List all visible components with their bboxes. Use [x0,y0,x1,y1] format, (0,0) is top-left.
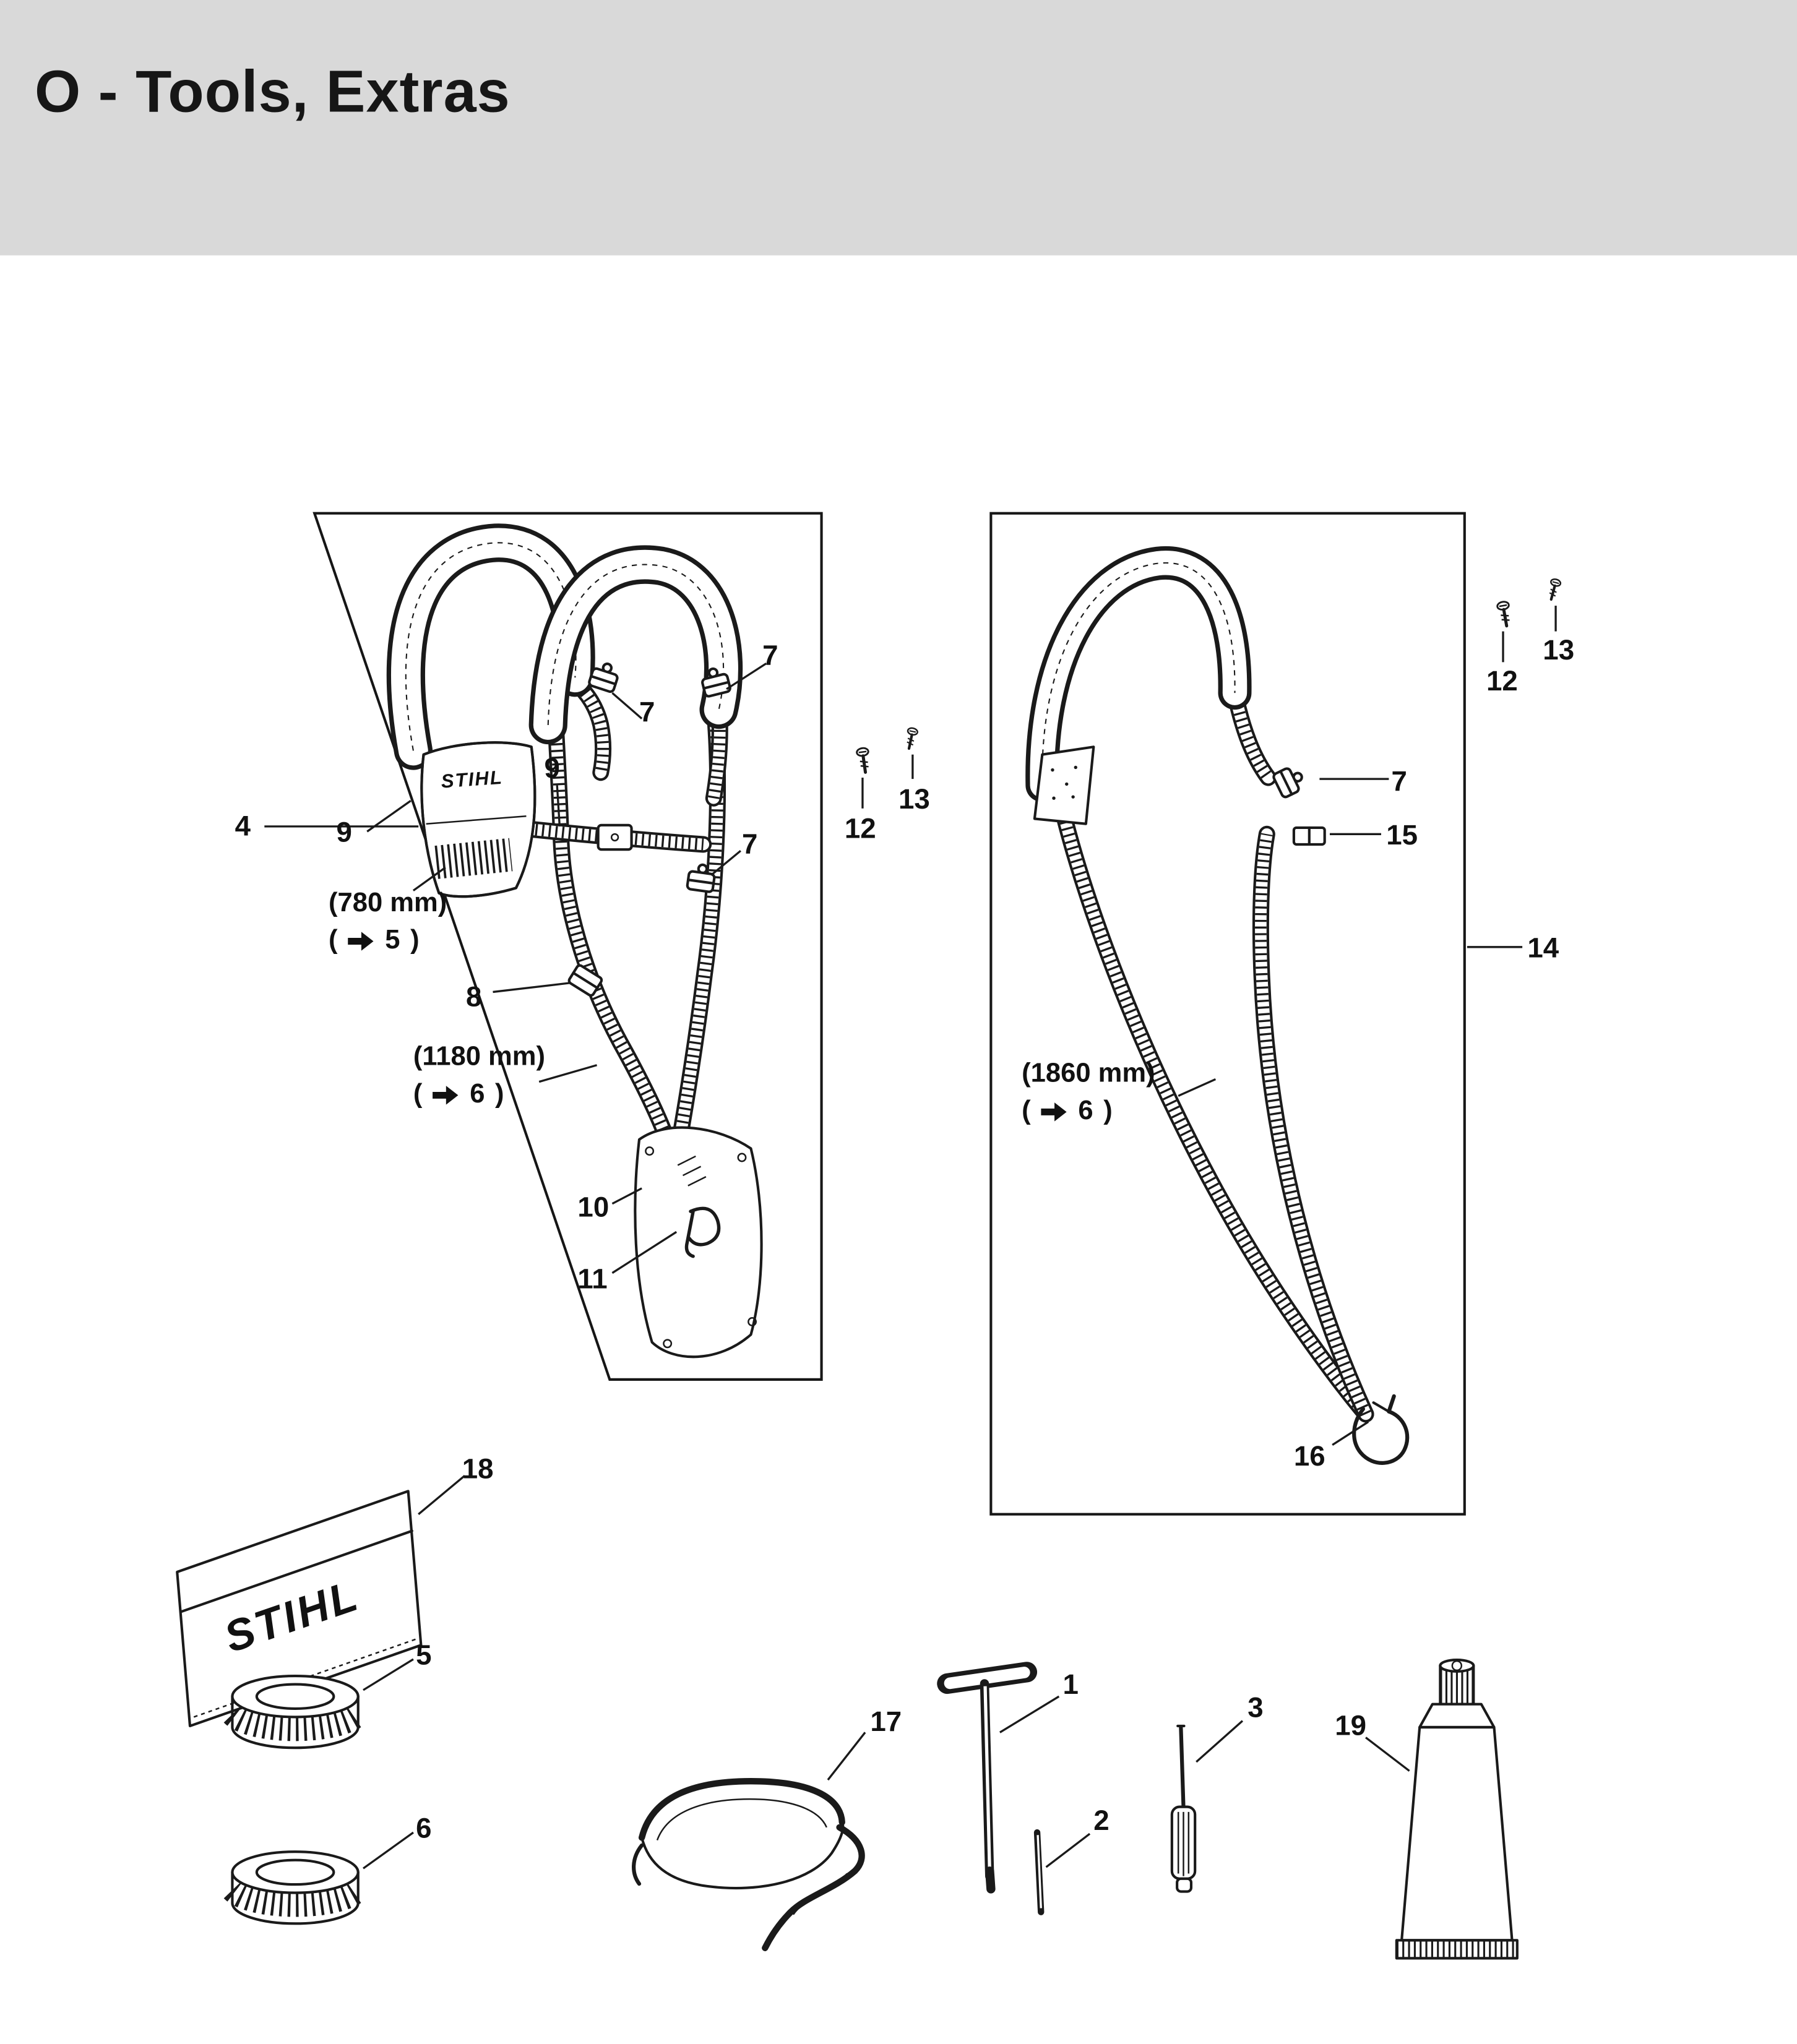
callout-7-lower: 7 [741,827,758,860]
callout-2: 2 [1093,1804,1110,1837]
callout-12-middle: 12 [844,812,876,844]
right-shoulder-pad [528,545,743,745]
callout-12-right: 12 [1486,664,1518,697]
strap-length-1860: (1860 mm) ( 6 ) [1022,1058,1155,1127]
callout-9-chest: 9 [336,816,352,849]
screw-13-icon [904,728,918,750]
safety-glasses-illustration [632,1777,865,1951]
plate-hook [684,1206,721,1258]
screw-12-icon [1497,601,1512,627]
strap-length-1180-label: (1180 mm) [413,1042,546,1072]
callout-19: 19 [1335,1709,1367,1741]
paren-open: ( [413,1079,423,1109]
strap-length-1860-label: (1860 mm) [1022,1058,1155,1089]
chest-pad: STIHL [420,741,537,898]
screw-13-icon [1546,578,1561,601]
paren-open: ( [329,925,338,955]
page-title: O - Tools, Extras [35,58,511,125]
single-strap-illustration [1025,546,1410,1465]
pin-illustration [1033,1829,1045,1915]
strap-1860-reference: ( 6 ) [1022,1096,1155,1127]
callout-13-right: 13 [1543,633,1575,666]
callout-3: 3 [1248,1691,1264,1724]
strap-slider-15 [1292,826,1326,846]
callout-7-single-strap: 7 [1391,765,1407,797]
paren-open: ( [1022,1096,1031,1126]
callout-14: 14 [1527,931,1559,964]
callout-15: 15 [1386,818,1418,851]
harness-straps [520,674,728,1164]
paren-close: ) [495,1079,504,1109]
buckle-7-single-strap [1272,764,1307,799]
tool-pouch-illustration: STIHL [176,1490,423,1728]
ring-part-5 [232,1676,358,1748]
ref-number: 5 [385,925,400,955]
callout-10: 10 [577,1190,610,1223]
callout-11: 11 [577,1263,608,1295]
screw-12-icon [856,747,871,773]
strap-780-reference: ( 5 ) [329,925,447,956]
callout-4: 4 [235,809,251,842]
single-strap-webbing [1057,684,1374,1423]
callout-7-upper-right: 7 [762,639,778,671]
strap-slider-8 [567,964,603,997]
left-panel-frame [312,512,823,1381]
paren-close: ) [1103,1096,1113,1126]
paren-close: ) [410,925,420,955]
callout-8: 8 [465,980,482,1013]
callout-9-strap: 9 [544,752,560,784]
arrow-right-icon [1041,1102,1067,1121]
ring-part-6 [232,1852,358,1923]
arrow-right-icon [348,931,374,950]
callout-5: 5 [416,1638,432,1671]
double-harness-illustration: STIHL [386,523,763,1359]
single-shoulder-pad [1025,546,1252,825]
right-panel-frame [989,512,1466,1516]
callout-18: 18 [462,1453,494,1485]
callout-16: 16 [1293,1440,1325,1472]
strap-length-1180: (1180 mm) ( 6 ) [413,1042,545,1110]
callout-13-middle: 13 [898,783,930,815]
screwdriver-illustration [1170,1724,1197,1893]
ref-number: 6 [1078,1096,1093,1126]
arrow-right-icon [433,1085,459,1104]
callout-7-upper-left: 7 [639,695,655,728]
callout-1: 1 [1062,1668,1079,1701]
strap-length-780-label: (780 mm) [329,888,447,918]
strap-1180-reference: ( 6 ) [413,1079,545,1110]
grease-tube-illustration [1395,1659,1519,1960]
chest-buckle-plate [597,823,633,851]
t-wrench-illustration [937,1662,1038,1894]
page-header: O - Tools, Extras [0,0,1797,256]
chest-pad-brand-logo: STIHL [441,766,504,792]
back-plate [634,1126,763,1359]
leader-lines [264,606,1557,1870]
callout-6: 6 [416,1811,432,1844]
callout-17: 17 [870,1705,902,1738]
strap-length-780: (780 mm) ( 5 ) [329,888,447,956]
ref-number: 6 [470,1079,485,1109]
